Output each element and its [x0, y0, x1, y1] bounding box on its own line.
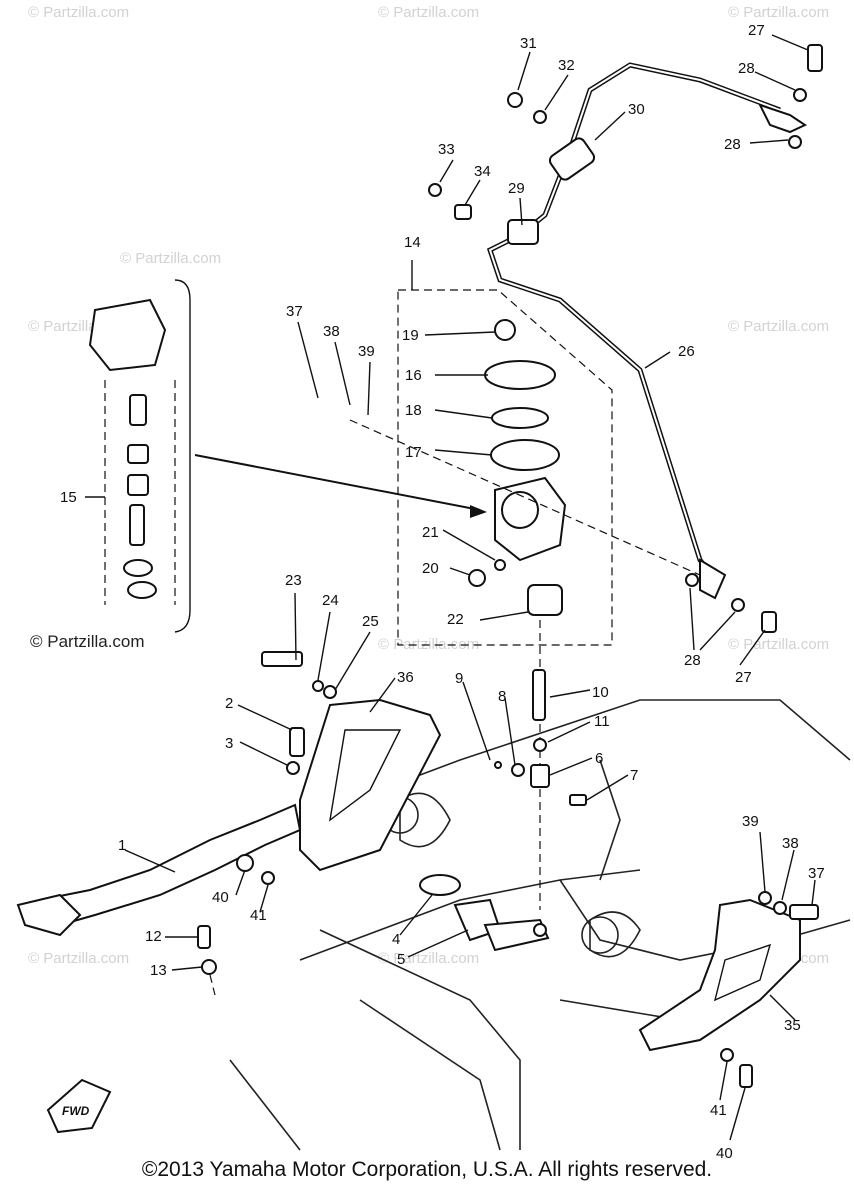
- callout-12: 12: [145, 928, 162, 945]
- top-hardware: [428, 44, 823, 633]
- callout-41b: 41: [710, 1102, 727, 1119]
- callout-19: 19: [402, 327, 419, 344]
- fwd-label: FWD: [62, 1104, 90, 1118]
- callout-17: 17: [405, 444, 422, 461]
- watermark: © Partzilla.com: [120, 250, 222, 267]
- callout-9: 9: [455, 670, 463, 687]
- watermark: © Partzilla.com: [378, 4, 480, 21]
- fwd-marker: FWD: [46, 1078, 112, 1134]
- callout-7: 7: [630, 767, 638, 784]
- callout-27a: 27: [748, 22, 765, 39]
- brake-pedal: [16, 651, 442, 996]
- watermark: © Partzilla.com: [728, 636, 830, 653]
- callout-40a: 40: [212, 889, 229, 906]
- callout-16: 16: [405, 367, 422, 384]
- watermark: © Partzilla.com: [728, 318, 830, 335]
- callout-20: 20: [422, 560, 439, 577]
- callout-21: 21: [422, 524, 439, 541]
- callout-38b: 38: [782, 835, 799, 852]
- heel-plate: [638, 891, 819, 1088]
- callout-3: 3: [225, 735, 233, 752]
- callout-40b: 40: [716, 1145, 733, 1162]
- callout-32: 32: [558, 57, 575, 74]
- callout-37b: 37: [808, 865, 825, 882]
- callout-30: 30: [628, 101, 645, 118]
- callout-8: 8: [498, 688, 506, 705]
- callout-14: 14: [404, 234, 421, 251]
- watermark: © Partzilla.com: [728, 4, 830, 21]
- callout-2: 2: [225, 695, 233, 712]
- callout-39a: 39: [358, 343, 375, 360]
- callout-4: 4: [392, 931, 400, 948]
- watermark: © Partzilla.com: [378, 950, 480, 967]
- watermark: © Partzilla.com: [28, 950, 130, 967]
- callout-labels: 1 2 3 4 5 6 7 8 9 10 11 12 13 14 15 16 1…: [60, 22, 825, 1162]
- callout-5: 5: [397, 951, 405, 968]
- callout-1: 1: [118, 837, 126, 854]
- callout-22: 22: [447, 611, 464, 628]
- callout-28a: 28: [738, 60, 755, 77]
- callout-35: 35: [784, 1017, 801, 1034]
- callout-28c: 28: [684, 652, 701, 669]
- callout-27b: 27: [735, 669, 752, 686]
- callout-11: 11: [594, 713, 610, 730]
- callout-18: 18: [405, 402, 422, 419]
- copyright-footer: ©2013 Yamaha Motor Corporation, U.S.A. A…: [141, 1158, 713, 1181]
- watermark: © Partzilla.com: [28, 4, 130, 21]
- callout-23: 23: [285, 572, 302, 589]
- callout-41a: 41: [250, 907, 267, 924]
- callout-29: 29: [508, 180, 525, 197]
- pushrod: [494, 669, 587, 806]
- callout-10: 10: [592, 684, 609, 701]
- callout-34: 34: [474, 163, 491, 180]
- callout-31: 31: [520, 35, 537, 52]
- brake-pipe: [486, 62, 808, 600]
- master-cylinder: [349, 289, 701, 910]
- pivot-parts: [419, 874, 550, 952]
- callout-15: 15: [60, 489, 77, 506]
- callout-39b: 39: [742, 813, 759, 830]
- callout-25: 25: [362, 613, 379, 630]
- callout-38a: 38: [323, 323, 340, 340]
- callout-24: 24: [322, 592, 339, 609]
- inset-parts: [88, 279, 487, 633]
- callout-28b: 28: [724, 136, 741, 153]
- callout-13: 13: [150, 962, 167, 979]
- callout-37a: 37: [286, 303, 303, 320]
- callout-26: 26: [678, 343, 695, 360]
- leader-lines: [85, 34, 816, 1141]
- callout-36: 36: [397, 669, 414, 686]
- callout-6: 6: [595, 750, 603, 767]
- watermark: © Partzilla.com: [30, 632, 145, 651]
- callout-33: 33: [438, 141, 455, 158]
